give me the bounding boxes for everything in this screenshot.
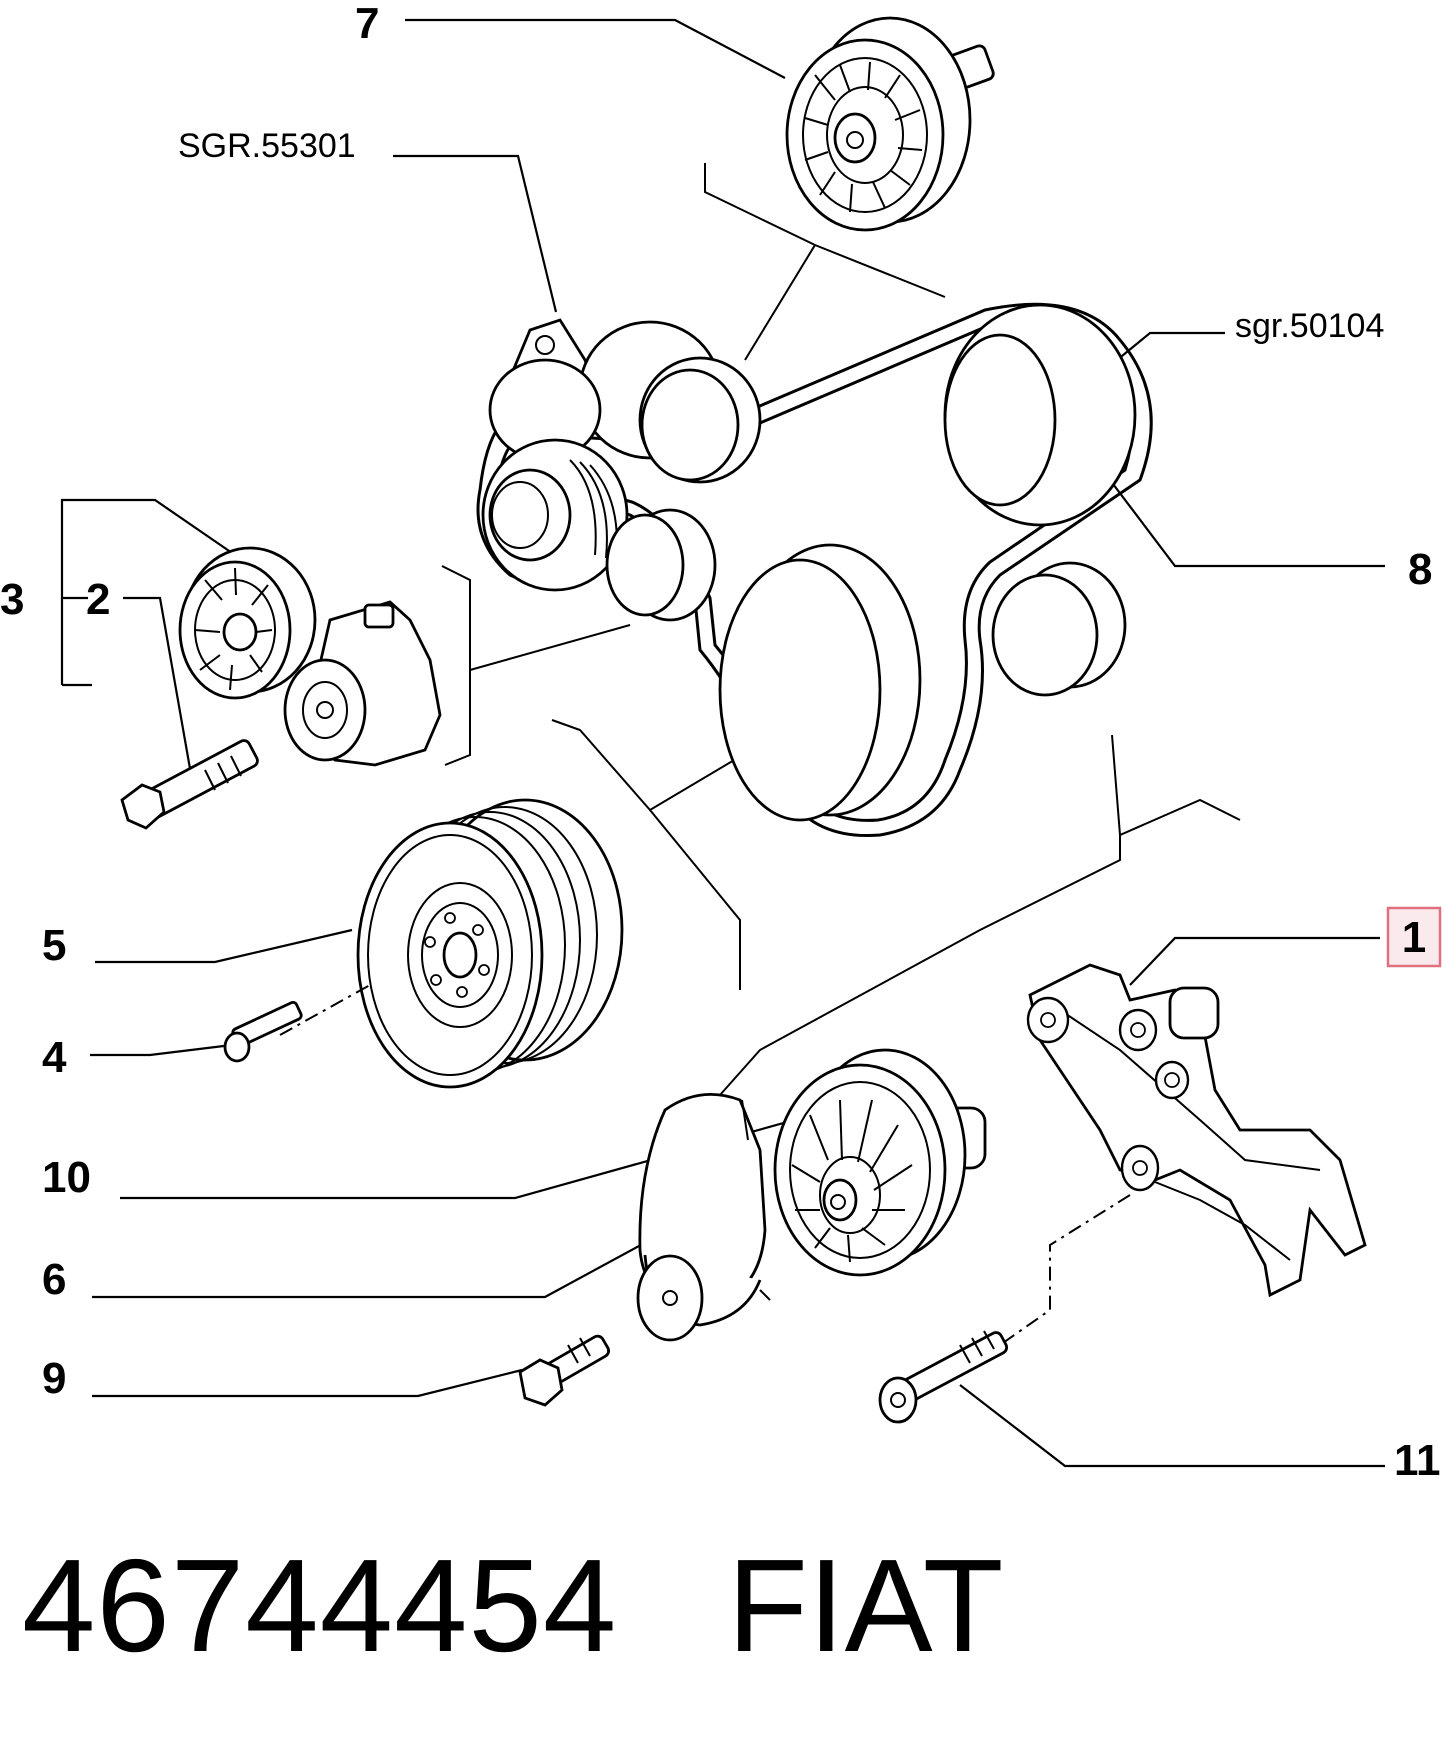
callout-1[interactable]: 1: [1402, 913, 1426, 962]
callout-labels: 1 2 3 4 5 6 7 8 9 10 11 SGR.55301 sgr.50…: [0, 0, 1442, 1485]
tensioner-assembly-sgr55301: [481, 318, 762, 622]
brand-name: FIAT: [727, 1532, 1004, 1679]
callout-5[interactable]: 5: [42, 921, 66, 970]
callout-2[interactable]: 2: [86, 575, 110, 624]
bolt-4: [223, 1000, 303, 1063]
bolt-11: [878, 1330, 1009, 1424]
crank-pulley-5: [279, 798, 624, 1089]
callout-4[interactable]: 4: [42, 1033, 67, 1082]
idler-pulley-7: [785, 16, 995, 232]
callout-7[interactable]: 7: [355, 0, 379, 48]
crankshaft-pulley-center: [718, 543, 922, 822]
group-brackets: [441, 163, 1241, 1096]
idler-pulley-10: [773, 1048, 987, 1277]
tensioner-3: [178, 546, 442, 767]
reference-sgr50104[interactable]: sgr.50104: [1235, 307, 1384, 345]
mounting-bracket-1: [999, 963, 1367, 1346]
bolt-9: [518, 1334, 611, 1407]
callout-6[interactable]: 6: [42, 1255, 66, 1304]
idler-pulley-right-lower: [991, 561, 1127, 697]
callout-11[interactable]: 11: [1394, 1436, 1441, 1485]
callout-10[interactable]: 10: [42, 1153, 91, 1202]
alternator-pulley-right: [943, 303, 1137, 527]
callout-9[interactable]: 9: [42, 1354, 66, 1403]
callout-8[interactable]: 8: [1408, 545, 1432, 594]
spacer-cap-6: [636, 1093, 771, 1342]
callout-3[interactable]: 3: [0, 575, 24, 624]
part-number: 46744454: [22, 1532, 618, 1679]
callout-1-highlight-box: [1386, 906, 1442, 968]
reference-sgr55301[interactable]: SGR.55301: [178, 127, 356, 165]
bolt-2: [120, 739, 259, 830]
